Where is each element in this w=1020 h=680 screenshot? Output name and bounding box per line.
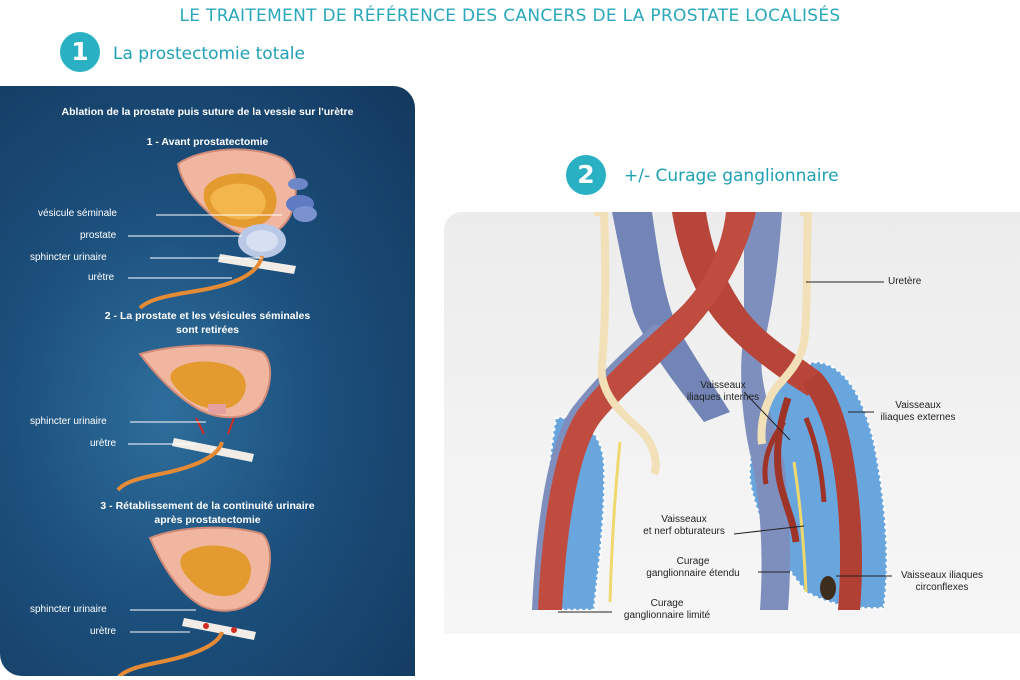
left-ureter [594, 212, 660, 476]
left-common-iliac [538, 212, 756, 610]
label-curage-limite: Curage ganglionnaire limité [612, 598, 722, 622]
label-uretre-2: urètre [90, 438, 117, 449]
step-1-title: La prostectomie totale [113, 44, 305, 64]
label-circonflexes-line1: Vaisseaux iliaques [900, 570, 984, 581]
stage3-title-line1: 3 - Rétablissement de la continuité urin… [100, 500, 315, 512]
stage2-title-line1: 2 - La prostate et les vésicules séminal… [104, 310, 311, 322]
stage2-organ-illustration [116, 344, 272, 492]
step-2-title: +/- Curage ganglionnaire [624, 166, 839, 186]
label-vaisseaux-externes: Vaisseaux iliaques externes [878, 400, 958, 424]
label-vesicule-seminale: vésicule séminale [38, 208, 117, 219]
lymph-node-panel: Uretère Vaisseaux iliaques internes Vais… [444, 212, 1020, 634]
label-vaisseaux-externes-line1: Vaisseaux [895, 400, 941, 411]
label-circonflexes-line2: circonflexes [915, 582, 969, 593]
prostatectomy-illustrations [116, 148, 317, 676]
external-iliac-right [802, 372, 862, 610]
stage1-organ-illustration [138, 148, 317, 310]
label-sphincter-urinaire-3: sphincter urinaire [30, 604, 107, 615]
label-curage-etendu-line2: ganglionnaire étendu [646, 568, 740, 579]
label-vaisseaux-internes: Vaisseaux iliaques internes [678, 380, 768, 404]
step-2-badge: 2 [566, 155, 606, 195]
right-ureter [757, 212, 813, 445]
label-vaisseaux-internes-line1: Vaisseaux [700, 380, 746, 391]
stage2-leader-lines [128, 421, 206, 445]
label-curage-limite-line2: ganglionnaire limité [623, 610, 711, 621]
label-vaisseaux-externes-line2: iliaques externes [880, 412, 956, 423]
label-curage-limite-line1: Curage [650, 598, 684, 609]
step-1-badge: 1 [60, 32, 100, 72]
label-curage-etendu-line1: Curage [676, 556, 710, 567]
panel-title: Ablation de la prostate puis suture de l… [61, 106, 354, 118]
label-uretere: Uretère [888, 276, 922, 287]
label-curage-etendu: Curage ganglionnaire étendu [628, 556, 758, 580]
stage3-organ-illustration [117, 526, 271, 676]
label-obturateurs-line1: Vaisseaux [661, 514, 707, 525]
stage3-leader-lines [130, 609, 196, 633]
pelvic-vessels-illustration [532, 212, 892, 613]
stage1-title: 1 - Avant prostatectomie [146, 136, 269, 148]
right-common-iliac [672, 212, 820, 396]
label-sphincter-urinaire-1: sphincter urinaire [30, 252, 107, 263]
leader-lines [558, 281, 892, 613]
prostatectomy-panel: Ablation de la prostate puis suture de l… [0, 86, 415, 676]
label-vaisseaux-internes-line2: iliaques internes [686, 392, 760, 403]
label-obturateurs-line2: et nerf obturateurs [643, 526, 725, 537]
label-uretre-1: urètre [88, 272, 115, 283]
stage1-leader-lines [128, 214, 282, 279]
label-obturateurs: Vaisseaux et nerf obturateurs [634, 514, 734, 538]
stage2-title-line2: sont retirées [175, 324, 240, 336]
label-circonflexes: Vaisseaux iliaques circonflexes [892, 570, 992, 594]
label-prostate: prostate [80, 230, 117, 241]
stage3-title-line2: après prostatectomie [154, 514, 261, 526]
label-sphincter-urinaire-2: sphincter urinaire [30, 416, 107, 427]
main-title: LE TRAITEMENT DE RÉFÉRENCE DES CANCERS D… [179, 6, 841, 26]
label-uretre-3: urètre [90, 626, 117, 637]
